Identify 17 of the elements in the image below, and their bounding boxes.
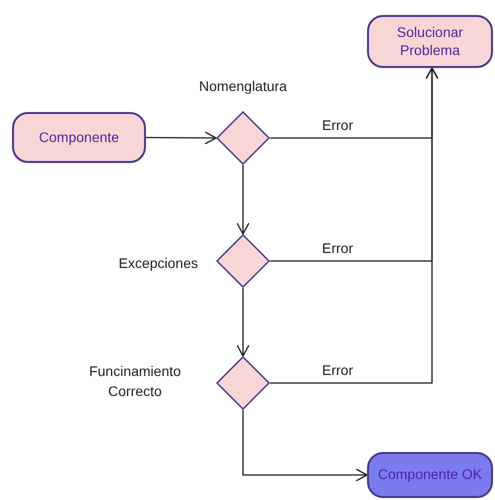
- activity-box: Solucionar Problema: [367, 15, 493, 68]
- decision-diamond: [216, 234, 270, 288]
- arrow: [242, 410, 368, 482]
- arrow: [146, 131, 217, 145]
- decision-label: Excepciones: [118, 254, 198, 273]
- arrow: [236, 165, 250, 235]
- activity-box: Componente OK: [367, 452, 493, 498]
- decision-label: Funcinamiento Correcto: [88, 362, 182, 402]
- arrow: [236, 288, 250, 357]
- arrow: [270, 67, 439, 384]
- decision-diamond: [216, 111, 270, 165]
- decision-label: Nomenglatura: [198, 77, 288, 96]
- edge-label: Error: [320, 240, 356, 256]
- edge-label: Error: [320, 117, 356, 133]
- edge-label: Error: [320, 362, 356, 378]
- decision-diamond: [216, 356, 270, 410]
- activity-box: Componente: [12, 112, 146, 163]
